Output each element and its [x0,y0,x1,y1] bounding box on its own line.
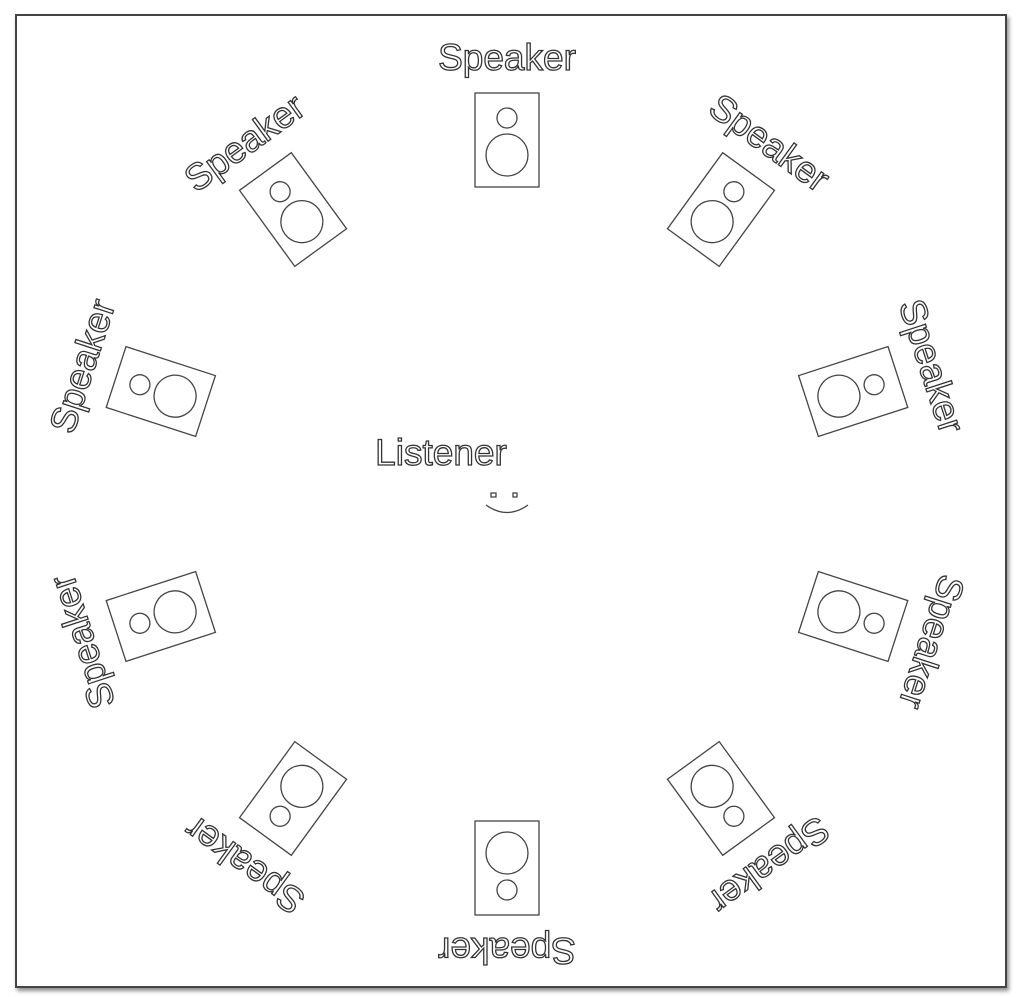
speaker-cabinet [238,151,348,268]
speaker-cabinet [797,570,909,663]
tweeter-icon [129,612,151,634]
tweeter-icon [863,612,885,634]
tweeter-icon [496,107,518,129]
woofer-icon [280,200,324,244]
woofer-icon [817,374,861,418]
speaker-5 [666,740,776,857]
woofer-icon [690,200,734,244]
speaker-cabinet [474,92,540,188]
speaker-cabinet [105,570,217,663]
woofer-icon [485,133,529,177]
tweeter-icon [269,181,291,203]
tweeter-icon [496,879,518,901]
speaker-9 [105,345,217,438]
speaker-label: Speaker [42,570,124,714]
speaker-label: Speaker [891,294,973,438]
woofer-icon [690,764,734,808]
tweeter-icon [723,805,745,827]
speaker-8 [105,570,217,663]
speaker-1 [474,92,540,188]
woofer-icon [280,764,324,808]
speaker-cabinet [797,345,909,438]
speaker-7 [238,740,348,857]
woofer-icon [153,374,197,418]
diagram-frame [15,14,1007,988]
speaker-cabinet [474,820,540,916]
speaker-label: Speaker [438,930,576,971]
woofer-icon [817,590,861,634]
listener-face-icon [485,492,529,514]
tweeter-icon [129,374,151,396]
speaker-label: Speaker [42,294,124,438]
listener-label: Listener [375,432,507,473]
tweeter-icon [723,181,745,203]
speaker-label: Speaker [177,808,313,922]
speaker-label: Speaker [891,570,973,714]
speaker-2 [666,151,776,268]
speaker-label: Speaker [438,37,576,78]
speaker-cabinet [238,740,348,857]
tweeter-icon [863,374,885,396]
woofer-icon [485,831,529,875]
speaker-10 [238,151,348,268]
speaker-6 [474,820,540,916]
speakers-group: Speaker Speaker Speaker Speaker Speaker … [41,36,973,971]
speaker-cabinet [105,345,217,438]
speaker-3 [797,345,909,438]
tweeter-icon [269,805,291,827]
speaker-4 [797,570,909,663]
woofer-icon [153,590,197,634]
speaker-cabinet [666,151,776,268]
speaker-label: Speaker [702,808,838,922]
speaker-cabinet [666,740,776,857]
speaker-label: Speaker [177,86,313,200]
speaker-label: Speaker [702,86,838,200]
